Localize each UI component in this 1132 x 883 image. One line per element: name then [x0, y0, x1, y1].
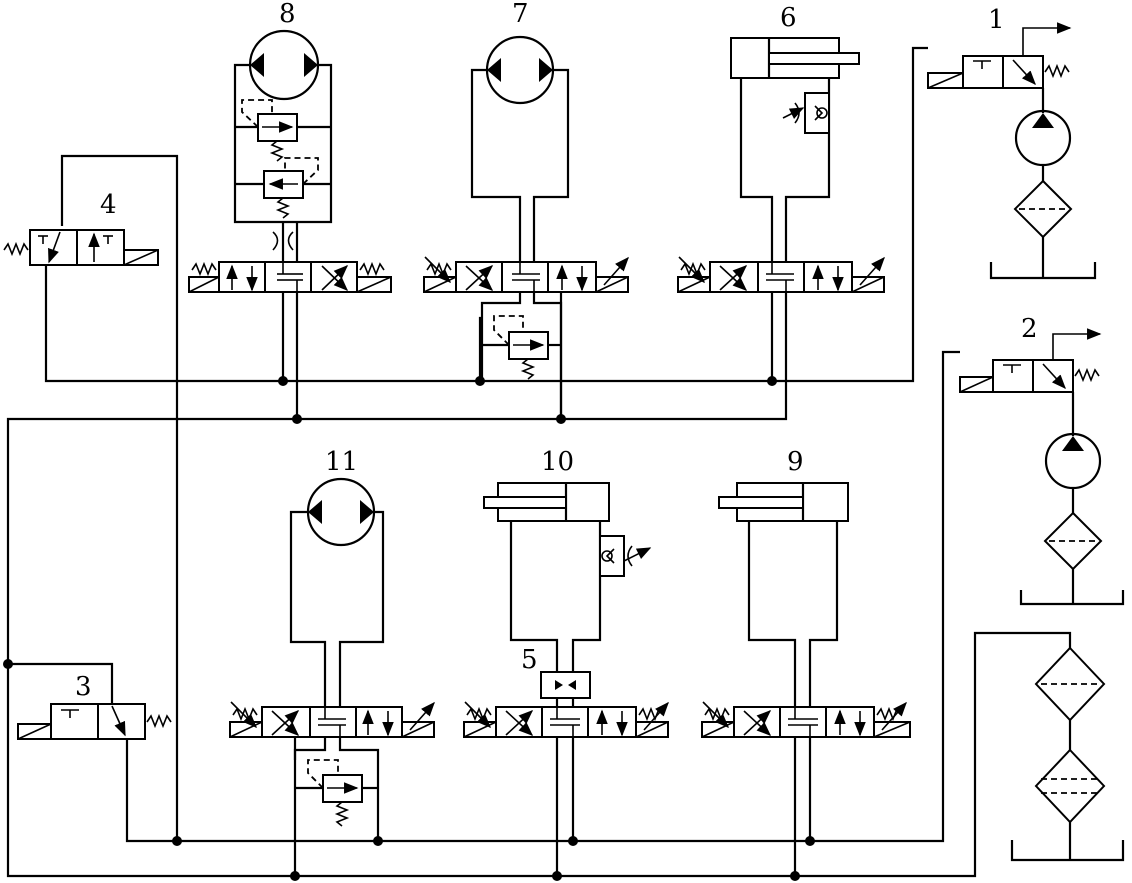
label-2: 2 — [1021, 314, 1038, 344]
pressure-line-upper — [44, 46, 928, 383]
throttle-valve-icon — [272, 231, 279, 251]
label-4: 4 — [100, 190, 117, 220]
valve-6 — [677, 256, 885, 293]
label-10: 10 — [541, 447, 574, 477]
label-11: 11 — [325, 447, 358, 477]
valve-7 — [423, 256, 629, 419]
valve-10 — [463, 701, 669, 738]
label-3: 3 — [75, 672, 92, 702]
throttle-valve-icon — [794, 102, 800, 124]
tank-icon — [1010, 840, 1125, 862]
label-7: 7 — [512, 0, 529, 29]
unit-10 — [483, 482, 652, 707]
check-valve-icon — [601, 550, 613, 562]
return-filters — [1010, 646, 1125, 862]
return-line-upper — [6, 292, 788, 868]
throttle-valve-icon — [627, 545, 633, 567]
check-valve-icon — [816, 107, 828, 119]
unit-2 — [959, 328, 1125, 606]
label-9: 9 — [787, 447, 804, 477]
unit-6 — [730, 37, 860, 262]
valve-11 — [229, 701, 435, 827]
pilot-line-4 — [60, 154, 179, 841]
lower-valve-pipes — [293, 737, 812, 876]
line-from-valve-3 — [8, 662, 114, 704]
pressure-line-lower — [125, 350, 960, 843]
valve-5 — [540, 671, 591, 699]
label-8: 8 — [279, 0, 296, 29]
valve-9 — [701, 701, 911, 738]
label-1: 1 — [988, 5, 1005, 35]
tank-icon — [1019, 590, 1125, 606]
filter-icon — [1034, 748, 1106, 824]
label-6: 6 — [780, 3, 797, 33]
junction-dots — [3, 376, 815, 881]
unit-9 — [718, 482, 849, 707]
valve-3 — [17, 703, 172, 740]
unit-11 — [289, 477, 385, 707]
tank-icon — [989, 262, 1097, 280]
directional-valve-icon — [218, 261, 266, 293]
label-5: 5 — [521, 645, 538, 675]
unit-7 — [470, 35, 570, 262]
valve-4 — [3, 229, 159, 266]
return-line-lower — [6, 631, 1072, 878]
unit-8 — [233, 29, 333, 262]
valve-8 — [188, 261, 392, 293]
unit-1 — [927, 22, 1097, 280]
